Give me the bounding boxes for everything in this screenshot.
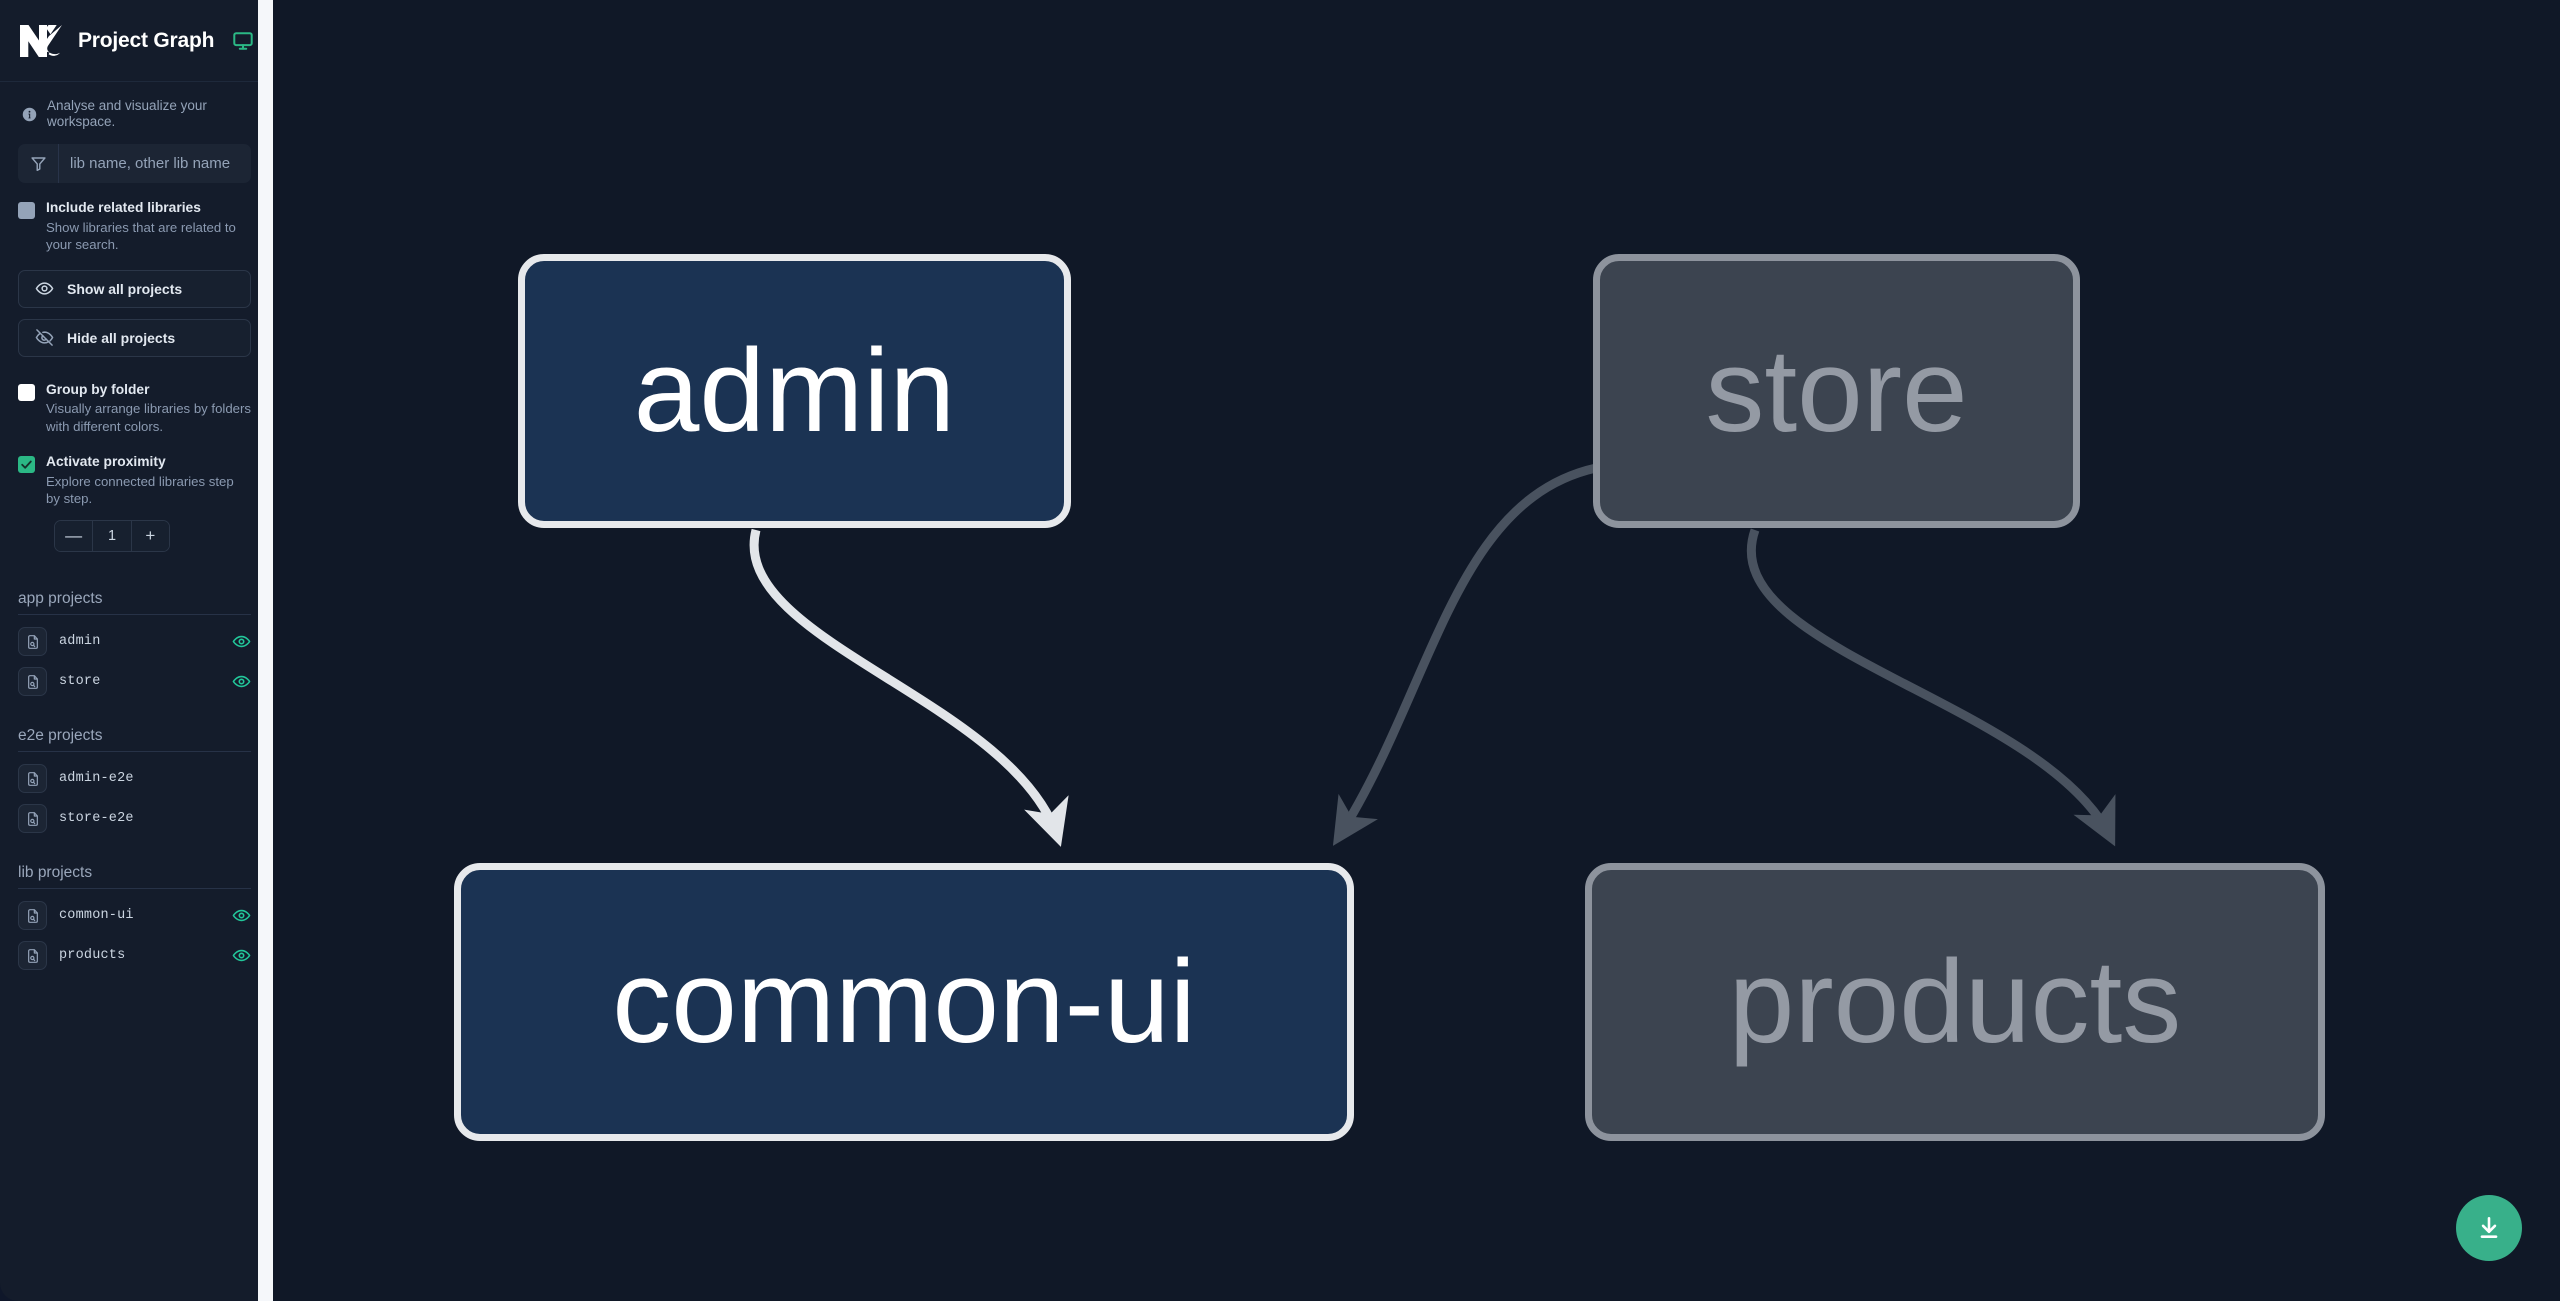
monitor-icon[interactable]	[228, 30, 254, 52]
graph-node-store[interactable]: store	[1593, 254, 2080, 528]
option-activate-proximity[interactable]: Activate proximity Explore connected lib…	[18, 449, 251, 507]
tagline: Analyse and visualize your workspace.	[0, 82, 273, 144]
project-file-icon	[18, 764, 47, 794]
option-group-by-folder[interactable]: Group by folder Visually arrange librari…	[18, 377, 251, 435]
project-visibility-eye-icon[interactable]	[232, 906, 251, 925]
project-row-store[interactable]: store	[18, 662, 251, 702]
project-group-app: app projects admin store	[18, 590, 251, 702]
graph-node-admin-label: admin	[633, 325, 956, 457]
include-related-description: Show libraries that are related to your …	[46, 220, 236, 253]
download-icon	[2476, 1215, 2502, 1241]
project-name: admin	[59, 634, 101, 650]
project-name: store-e2e	[59, 811, 134, 827]
info-icon	[22, 107, 37, 122]
sidebar-body: Include related libraries Show libraries…	[0, 144, 273, 1301]
edge-store-to-products	[1747, 528, 2116, 847]
project-row-store-e2e[interactable]: store-e2e	[18, 799, 251, 839]
project-groups: app projects admin store e2e projects admin-…	[18, 590, 251, 976]
filter-icon	[18, 144, 59, 184]
proximity-stepper[interactable]: — 1 +	[54, 519, 170, 552]
show-all-projects-label: Show all projects	[67, 280, 183, 297]
visibility-buttons: Show all projects Hide all projects	[18, 269, 251, 357]
eye-icon	[35, 279, 54, 298]
project-row-admin-e2e[interactable]: admin-e2e	[18, 759, 251, 799]
proximity-value: 1	[92, 520, 131, 551]
graph-node-store-label: store	[1705, 325, 1968, 457]
show-all-projects-button[interactable]: Show all projects	[18, 269, 251, 308]
graph-node-admin[interactable]: admin	[518, 254, 1071, 528]
project-visibility-eye-icon[interactable]	[232, 672, 251, 691]
project-name: admin-e2e	[59, 771, 134, 787]
project-file-icon	[18, 941, 47, 971]
include-related-label: Include related libraries	[46, 200, 201, 216]
graph-node-common-ui[interactable]: common-ui	[454, 863, 1354, 1141]
project-visibility-eye-icon[interactable]	[232, 632, 251, 651]
graph-canvas[interactable]: admin store common-ui products	[273, 0, 2560, 1301]
project-name: common-ui	[59, 908, 134, 924]
download-button[interactable]	[2456, 1195, 2522, 1261]
group-by-folder-label: Group by folder	[46, 381, 150, 397]
graph-node-products[interactable]: products	[1585, 863, 2325, 1141]
include-related-checkbox[interactable]	[18, 202, 35, 220]
project-name: store	[59, 674, 101, 690]
edge-store-to-common-ui	[1332, 463, 1597, 846]
search-input[interactable]	[59, 144, 251, 184]
project-group-e2e: e2e projects admin-e2e store-e2e	[18, 727, 251, 839]
edge-admin-to-common-ui	[749, 528, 1069, 847]
project-file-icon	[18, 901, 47, 931]
project-group-title: app projects	[18, 590, 251, 615]
sidebar: Project Graph Analyse and visualize your…	[0, 0, 273, 1301]
project-row-admin[interactable]: admin	[18, 622, 251, 662]
project-row-common-ui[interactable]: common-ui	[18, 896, 251, 936]
group-by-folder-description: Visually arrange libraries by folders wi…	[46, 401, 251, 434]
option-include-related[interactable]: Include related libraries Show libraries…	[18, 195, 251, 253]
page-title: Project Graph	[78, 28, 215, 52]
proximity-increment-button[interactable]: +	[130, 520, 169, 551]
group-by-folder-checkbox[interactable]	[18, 383, 35, 401]
project-file-icon	[18, 627, 47, 657]
hide-all-projects-button[interactable]: Hide all projects	[18, 318, 251, 357]
project-name: products	[59, 948, 126, 964]
graph-node-common-ui-label: common-ui	[612, 936, 1196, 1068]
eye-off-icon	[35, 328, 54, 347]
activate-proximity-description: Explore connected libraries step by step…	[46, 473, 234, 507]
hide-all-projects-label: Hide all projects	[67, 329, 176, 346]
project-row-products[interactable]: products	[18, 936, 251, 976]
graph-edges	[749, 463, 2116, 847]
project-group-title: e2e projects	[18, 727, 251, 752]
sidebar-header: Project Graph	[0, 0, 273, 82]
project-visibility-eye-icon[interactable]	[232, 769, 251, 788]
project-visibility-eye-icon[interactable]	[232, 946, 251, 965]
project-group-title: lib projects	[18, 864, 251, 889]
proximity-decrement-button[interactable]: —	[55, 520, 93, 551]
tagline-text: Analyse and visualize your workspace.	[47, 98, 207, 130]
project-file-icon	[18, 667, 47, 697]
project-file-icon	[18, 804, 47, 834]
project-visibility-eye-icon[interactable]	[232, 809, 251, 828]
graph-node-products-label: products	[1728, 936, 2182, 1068]
activate-proximity-checkbox[interactable]	[18, 456, 35, 474]
sidebar-resize-handle[interactable]	[258, 0, 273, 1301]
activate-proximity-label: Activate proximity	[46, 454, 166, 470]
nx-logo	[18, 21, 64, 61]
search-bar[interactable]	[18, 144, 251, 184]
project-group-lib: lib projects common-ui products	[18, 864, 251, 976]
